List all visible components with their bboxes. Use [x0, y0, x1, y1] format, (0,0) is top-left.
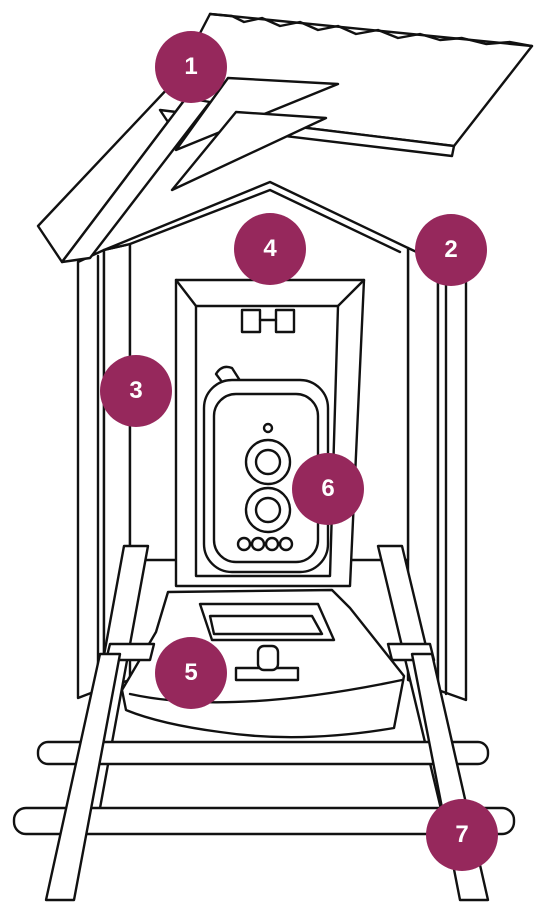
callout-marker-4: 4 [234, 213, 306, 285]
callout-marker-1: 1 [155, 31, 227, 103]
callout-number: 3 [129, 377, 142, 405]
callout-marker-3: 3 [100, 355, 172, 427]
callout-number: 7 [455, 821, 468, 849]
callout-marker-2: 2 [415, 214, 487, 286]
callout-marker-6: 6 [292, 453, 364, 525]
callout-number: 1 [184, 53, 197, 81]
callout-number: 2 [444, 236, 457, 264]
callout-number: 4 [263, 235, 276, 263]
callout-number: 5 [184, 659, 197, 687]
callout-number: 6 [321, 475, 334, 503]
callout-marker-5: 5 [155, 637, 227, 709]
callout-marker-7: 7 [426, 799, 498, 871]
